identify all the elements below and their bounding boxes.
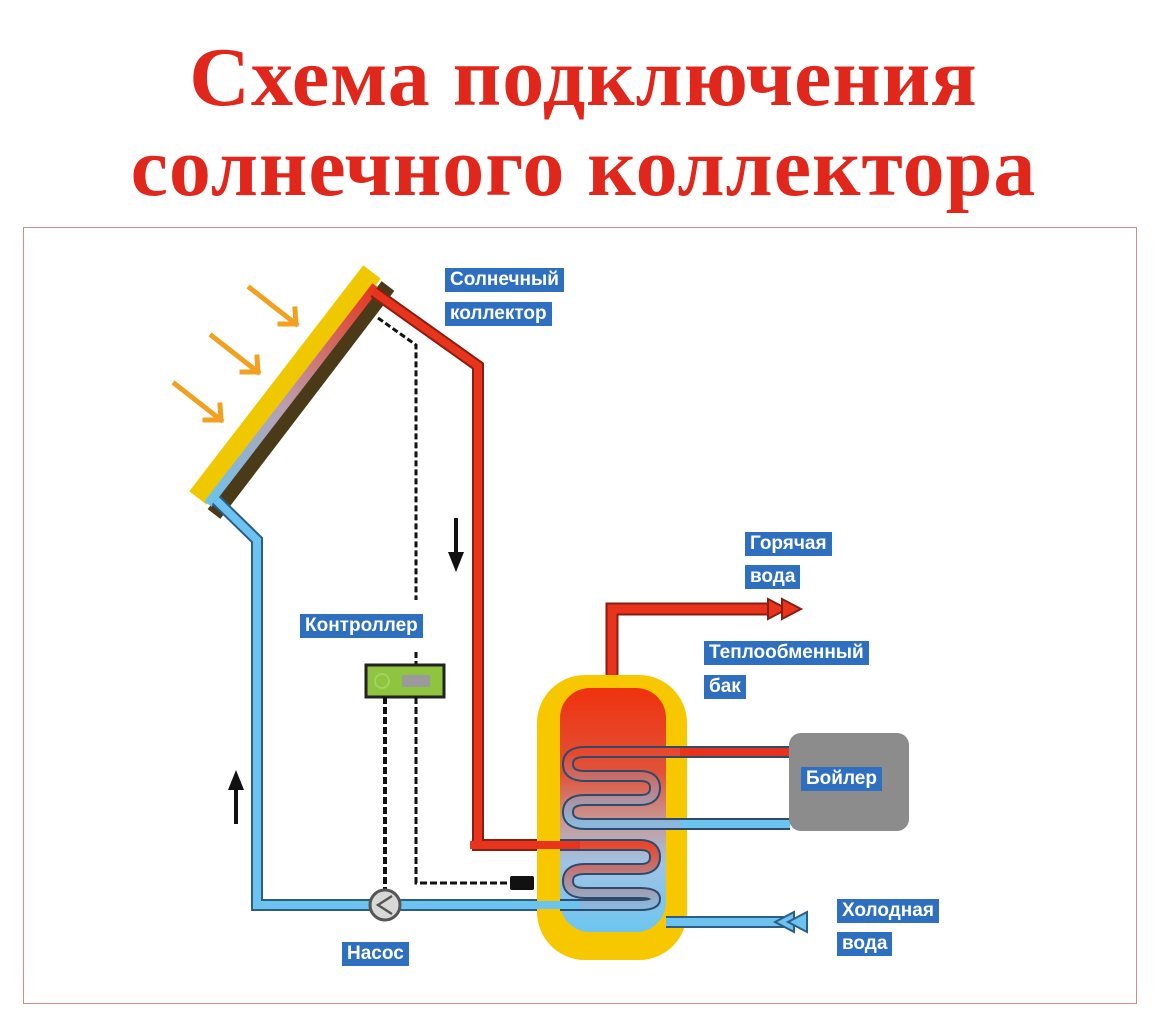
title-line-2: солнечного коллектора bbox=[130, 121, 1037, 214]
flow-up-arrow-icon bbox=[228, 770, 244, 824]
hot-supply-pipe bbox=[370, 287, 560, 851]
title-line-1: Схема подключения bbox=[189, 31, 978, 124]
controller-display-icon bbox=[402, 675, 430, 687]
sun-ray-arrow-icon bbox=[171, 380, 225, 424]
label-boiler: Бойлер bbox=[801, 767, 882, 791]
label-controller: Контроллер bbox=[300, 614, 423, 638]
cold-water-inlet-pipe bbox=[666, 910, 808, 934]
label-hot-water-line-1: Горячая bbox=[745, 532, 832, 556]
solar-coil bbox=[470, 839, 661, 911]
label-cold-water-line-1: Холодная bbox=[837, 899, 939, 923]
label-cold-water-line-2: вода bbox=[837, 932, 893, 956]
label-collector-line-2: коллектор bbox=[445, 302, 552, 326]
tank-sensor bbox=[510, 876, 534, 890]
label-tank-line-1: Теплообменный bbox=[704, 641, 869, 665]
label-collector-line-1: Солнечный bbox=[445, 268, 564, 292]
flow-down-arrow-icon bbox=[448, 518, 464, 572]
boiler-coil bbox=[562, 746, 790, 830]
label-pump: Насос bbox=[342, 942, 409, 966]
solar-collector-panel bbox=[189, 265, 395, 519]
controller-dial-icon bbox=[374, 673, 390, 689]
controller-unit bbox=[364, 663, 446, 699]
label-tank-line-2: бак bbox=[704, 675, 746, 699]
hot-water-arrow-icon bbox=[767, 597, 790, 621]
tank-sensor-wire bbox=[414, 697, 510, 885]
heat-exchange-tank bbox=[537, 675, 687, 960]
sensor-wire-collector bbox=[377, 316, 418, 600]
hot-water-outlet-pipe bbox=[605, 597, 804, 690]
diagram-frame bbox=[23, 227, 1137, 1004]
pump-icon bbox=[368, 888, 402, 922]
sun-ray-arrow-icon bbox=[208, 332, 262, 376]
label-hot-water-line-2: вода bbox=[745, 565, 801, 589]
sun-rays bbox=[171, 284, 300, 424]
sun-ray-arrow-icon bbox=[246, 284, 300, 328]
cold-return-pipe bbox=[211, 495, 645, 911]
